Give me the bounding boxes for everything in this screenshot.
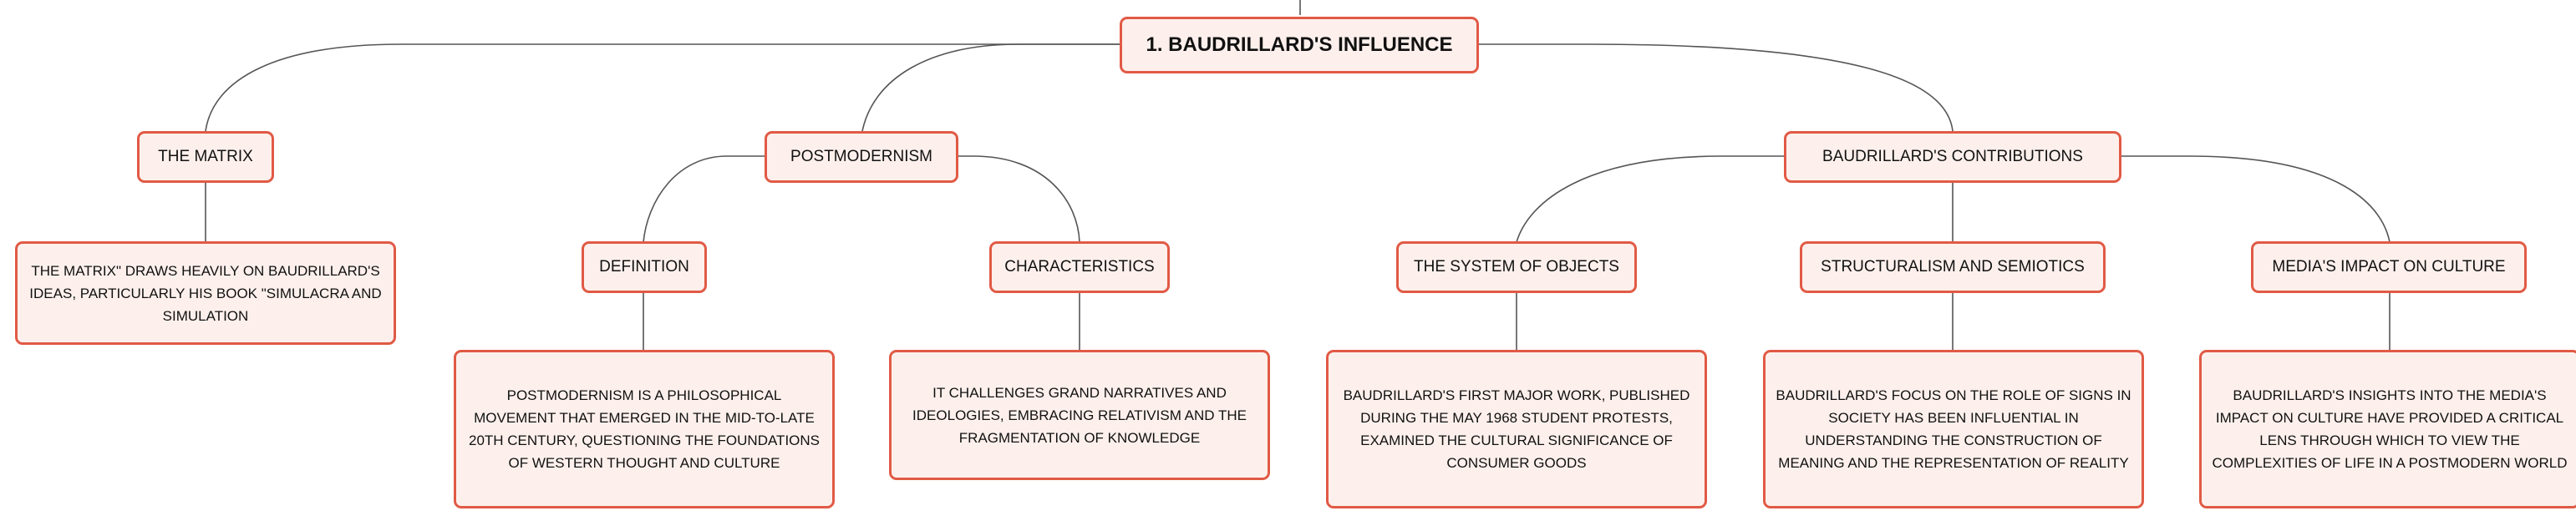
media-impact-detail-text: BAUDRILLARD'S INSIGHTS INTO THE MEDIA'S … bbox=[2212, 387, 2568, 471]
definition-detail-text: POSTMODERNISM IS A PHILOSOPHICAL MOVEMEN… bbox=[468, 387, 821, 471]
contributions-node-label: BAUDRILLARD'S CONTRIBUTIONS bbox=[1822, 148, 2083, 165]
system-of-objects-detail-text: BAUDRILLARD'S FIRST MAJOR WORK, PUBLISHE… bbox=[1343, 387, 1690, 471]
connector-contributions-media bbox=[2120, 155, 2391, 243]
definition-detail-node[interactable]: POSTMODERNISM IS A PHILOSOPHICAL MOVEMEN… bbox=[454, 350, 835, 508]
media-impact-detail-node[interactable]: BAUDRILLARD'S INSIGHTS INTO THE MEDIA'S … bbox=[2199, 350, 2576, 508]
connector-postmodernism-characteristics bbox=[957, 155, 1080, 243]
postmodernism-node[interactable]: POSTMODERNISM bbox=[765, 131, 958, 183]
connector-root-contributions bbox=[1477, 43, 1954, 132]
characteristics-node[interactable]: CHARACTERISTICS bbox=[989, 241, 1170, 293]
postmodernism-node-label: POSTMODERNISM bbox=[790, 148, 932, 165]
structuralism-node[interactable]: STRUCTURALISM AND SEMIOTICS bbox=[1800, 241, 2106, 293]
contributions-node[interactable]: BAUDRILLARD'S CONTRIBUTIONS bbox=[1784, 131, 2121, 183]
connector-root-postmodernism bbox=[861, 43, 1122, 132]
matrix-detail-text: THE MATRIX" DRAWS HEAVILY ON BAUDRILLARD… bbox=[29, 262, 382, 324]
connector-root-matrix bbox=[205, 43, 1122, 132]
media-impact-node-label: MEDIA'S IMPACT ON CULTURE bbox=[2272, 258, 2506, 276]
matrix-node-label: THE MATRIX bbox=[158, 148, 253, 165]
connector-contributions-system bbox=[1516, 155, 1786, 243]
system-of-objects-detail-node[interactable]: BAUDRILLARD'S FIRST MAJOR WORK, PUBLISHE… bbox=[1326, 350, 1707, 508]
media-impact-node[interactable]: MEDIA'S IMPACT ON CULTURE bbox=[2251, 241, 2527, 293]
structuralism-node-label: STRUCTURALISM AND SEMIOTICS bbox=[1821, 258, 2085, 276]
characteristics-node-label: CHARACTERISTICS bbox=[1004, 258, 1155, 276]
definition-node[interactable]: DEFINITION bbox=[582, 241, 707, 293]
structuralism-detail-node[interactable]: BAUDRILLARD'S FOCUS ON THE ROLE OF SIGNS… bbox=[1763, 350, 2144, 508]
matrix-node[interactable]: THE MATRIX bbox=[137, 131, 274, 183]
matrix-detail-node[interactable]: THE MATRIX" DRAWS HEAVILY ON BAUDRILLARD… bbox=[15, 241, 396, 345]
system-of-objects-node-label: THE SYSTEM OF OBJECTS bbox=[1414, 258, 1619, 276]
characteristics-detail-node[interactable]: IT CHALLENGES GRAND NARRATIVES AND IDEOL… bbox=[889, 350, 1270, 480]
root-node-label: 1. BAUDRILLARD'S INFLUENCE bbox=[1146, 33, 1453, 56]
connector-postmodernism-definition bbox=[643, 155, 765, 243]
characteristics-detail-text: IT CHALLENGES GRAND NARRATIVES AND IDEOL… bbox=[912, 384, 1247, 446]
system-of-objects-node[interactable]: THE SYSTEM OF OBJECTS bbox=[1396, 241, 1637, 293]
root-node[interactable]: 1. BAUDRILLARD'S INFLUENCE bbox=[1120, 17, 1479, 73]
definition-node-label: DEFINITION bbox=[599, 258, 689, 276]
structuralism-detail-text: BAUDRILLARD'S FOCUS ON THE ROLE OF SIGNS… bbox=[1776, 387, 2131, 471]
